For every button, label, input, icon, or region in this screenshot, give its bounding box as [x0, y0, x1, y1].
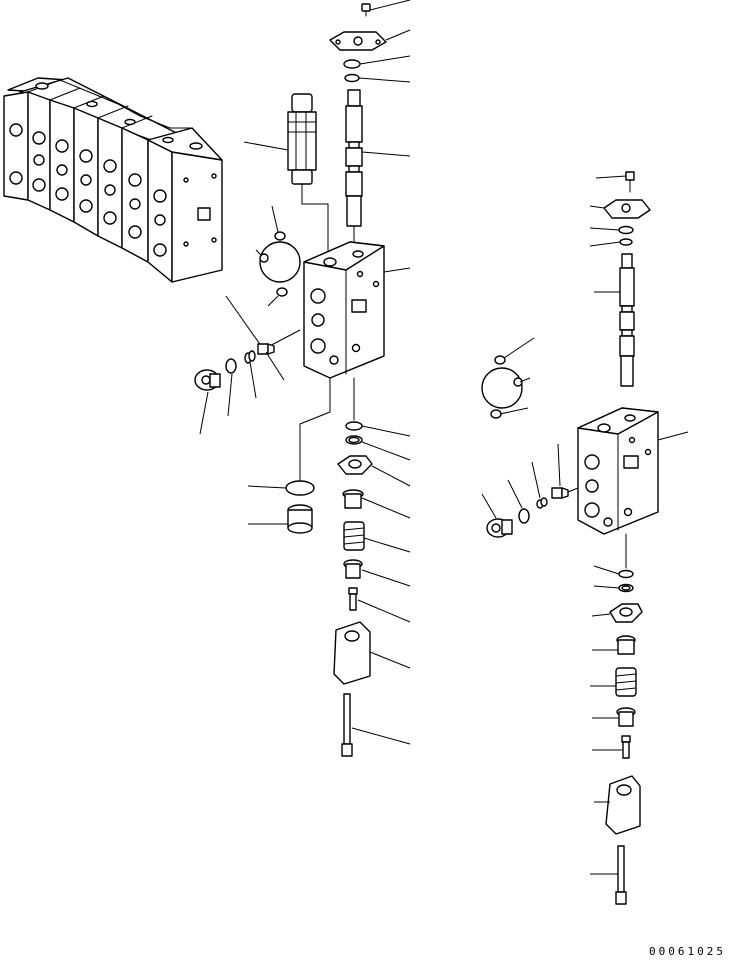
- valve-section-block-left: [303, 241, 411, 379]
- drawing-code: 00061025: [649, 945, 726, 958]
- check-valve-parts-right: [481, 337, 579, 538]
- check-valve-parts-left: [194, 205, 301, 435]
- relief-valve: [287, 93, 317, 197]
- valve-bank-assembly: [3, 77, 223, 283]
- lower-parts-left: [333, 377, 411, 757]
- poppet-icon: [257, 343, 275, 355]
- spool-assembly-left: [329, 0, 411, 247]
- lower-parts-right: [590, 533, 643, 905]
- orifice-and-plug-left: [247, 480, 315, 534]
- plug-icon: [486, 518, 513, 538]
- poppet-icon: [551, 487, 569, 499]
- valve-section-block-right: [577, 407, 689, 535]
- plug-icon: [194, 369, 221, 391]
- spool-assembly-right: [589, 171, 651, 387]
